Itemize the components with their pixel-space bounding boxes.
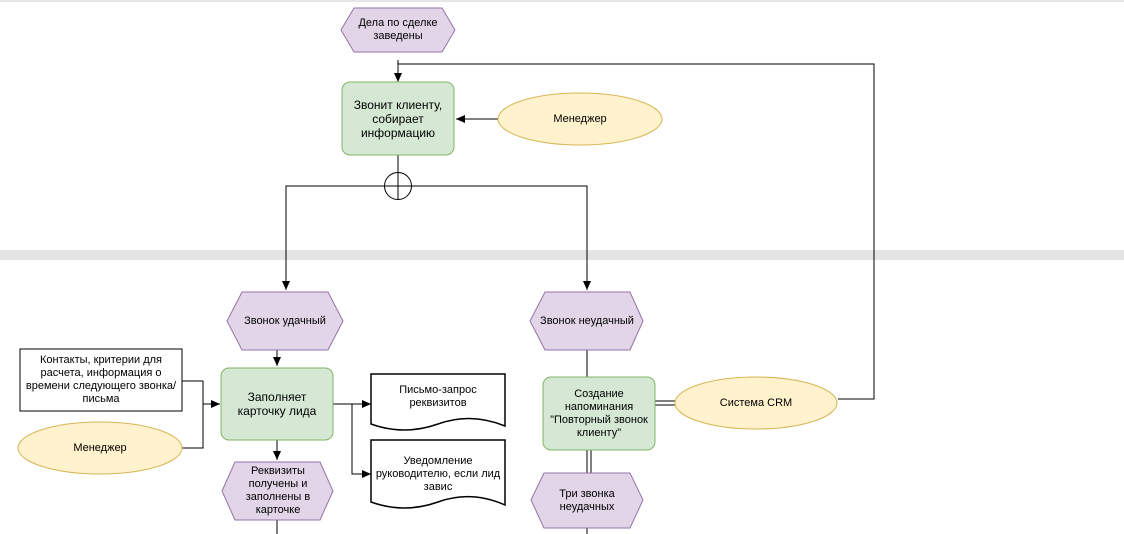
- edge-crm-to-reminder: [655, 400, 676, 406]
- edges: [182, 60, 875, 534]
- xor-connector: [384, 172, 412, 200]
- role-manager-top-shape: [497, 92, 663, 146]
- system-crm-shape: [674, 376, 838, 430]
- func-call-client-label: Звонит клиенту, собирает информацию: [353, 98, 443, 140]
- doc-notify-shape: [370, 439, 506, 509]
- page-break-band: [0, 250, 1124, 260]
- edge-xor-split: [285, 185, 588, 262]
- event-call-success-label: Звонок удачный: [244, 314, 326, 327]
- info-contacts-label: Контакты, критерии для расчета, информац…: [25, 354, 177, 405]
- edge-manager-to-fill: [182, 404, 204, 449]
- func-reminder-shape: [542, 376, 656, 451]
- event-details-shape: [221, 461, 334, 521]
- event-call-fail-shape: [529, 291, 644, 351]
- event-deals-shape: [340, 7, 456, 53]
- edge-info-to-fill: [182, 380, 220, 408]
- event-three-fails-label: Три звонка неудачных: [559, 487, 615, 513]
- edge-reminder-to-three: [586, 450, 592, 473]
- event-deals-label: Дела по сделке заведены: [358, 17, 438, 42]
- edge-fill-to-notify: [351, 404, 371, 478]
- doc-letter-shape: [370, 373, 506, 431]
- canvas-top-border: [0, 0, 1124, 2]
- event-three-fails-shape: [530, 472, 644, 529]
- role-manager-top-label: Менеджер: [553, 112, 607, 125]
- func-call-client-shape: [341, 81, 455, 156]
- event-call-fail-label: Звонок неудачный: [540, 314, 634, 327]
- event-details-label: Реквизиты получены и заполнены в карточк…: [245, 465, 311, 516]
- info-contacts-shape: [19, 348, 183, 412]
- system-crm-label: Система CRM: [719, 396, 793, 409]
- func-fill-card-label: Заполняет карточку лида: [237, 390, 317, 418]
- role-manager-bottom-label: Менеджер: [73, 441, 127, 454]
- role-manager-bottom-shape: [17, 421, 183, 475]
- edge-crm-loop: [398, 63, 875, 400]
- func-reminder-label: Создание напоминания "Повторный звонок к…: [550, 387, 648, 439]
- doc-letter-label: Письмо-запрос реквизитов: [399, 384, 477, 409]
- event-call-success-shape: [226, 291, 344, 351]
- func-fill-card-shape: [220, 367, 334, 441]
- doc-notify-label: Уведомление руководителю, если лид завис: [375, 454, 501, 493]
